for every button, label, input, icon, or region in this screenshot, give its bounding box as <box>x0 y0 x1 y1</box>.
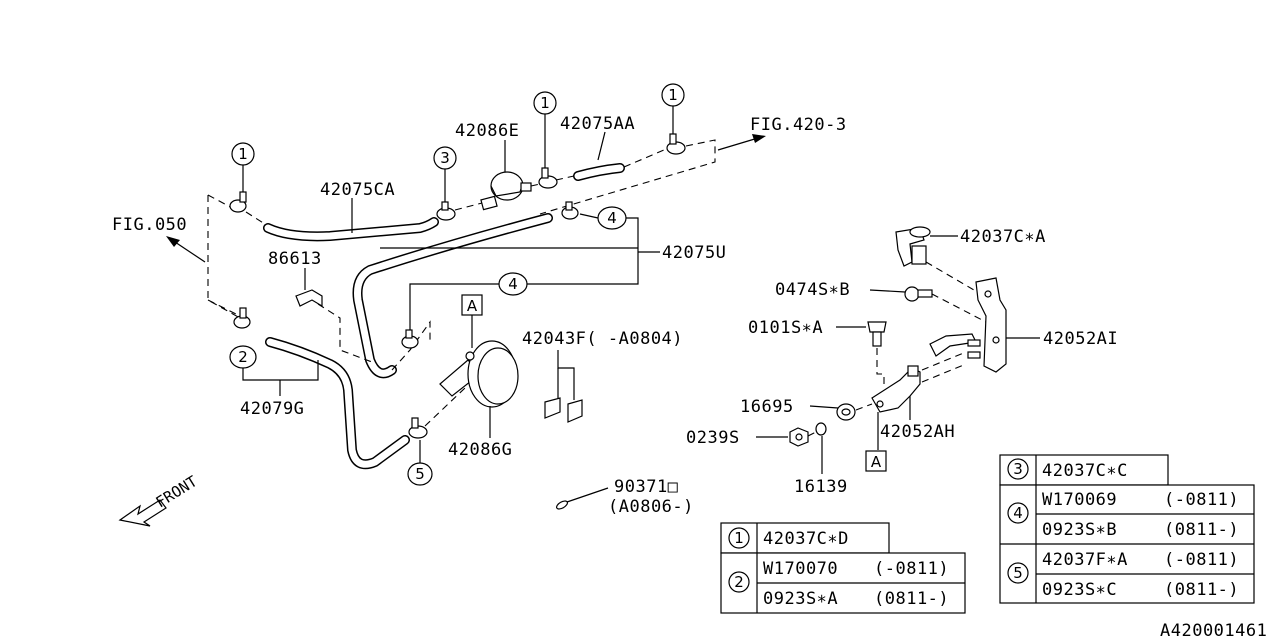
label-42037CA[interactable]: 42037C∗A <box>960 227 1046 247</box>
leader-frame-left <box>207 195 241 319</box>
clamp-icon <box>436 201 456 221</box>
legend-row-2[interactable]: 2 W170070 (-0811) 0923S∗A (0811-) <box>728 559 949 609</box>
svg-text:(-0811): (-0811) <box>874 559 949 579</box>
svg-text:4: 4 <box>607 209 617 227</box>
svg-text:W170069: W170069 <box>1042 490 1117 510</box>
svg-text:1: 1 <box>734 529 744 547</box>
hose-42079G <box>265 337 410 470</box>
label-front: FRONT <box>153 472 201 511</box>
clamp-icon <box>233 307 251 329</box>
clamp-icon <box>666 133 686 155</box>
svg-text:42037F∗A: 42037F∗A <box>1042 550 1128 570</box>
svg-text:A: A <box>871 453 882 471</box>
svg-text:W170070: W170070 <box>763 559 838 579</box>
label-42075AA[interactable]: 42075AA <box>560 114 635 134</box>
label-0101SA[interactable]: 0101S∗A <box>748 318 823 338</box>
svg-text:0923S∗B: 0923S∗B <box>1042 520 1117 540</box>
pad-icon <box>544 397 583 423</box>
label-16139[interactable]: 16139 <box>794 477 848 497</box>
label-42052AI[interactable]: 42052AI <box>1043 329 1118 349</box>
clamp-icon <box>229 191 247 213</box>
svg-text:3: 3 <box>440 149 450 167</box>
svg-text:1: 1 <box>238 145 248 163</box>
bracket-42052AH <box>871 365 921 413</box>
legend-row-3[interactable]: 3 42037C∗C <box>1007 458 1128 481</box>
legend-table-left: 1 42037C∗D 2 W170070 (-0811) 0923S∗A (08… <box>720 522 966 614</box>
grommet-16695 <box>836 403 856 421</box>
label-fig420[interactable]: FIG.420-3 <box>750 115 847 135</box>
label-42075CA[interactable]: 42075CA <box>320 180 395 200</box>
label-42075U[interactable]: 42075U <box>662 243 726 263</box>
plug-90371 <box>555 487 609 510</box>
legend-row-5[interactable]: 5 42037F∗A (-0811) 0923S∗C (0811-) <box>1007 550 1239 600</box>
label-42086E[interactable]: 42086E <box>455 121 519 141</box>
label-fig050[interactable]: FIG.050 <box>112 215 187 235</box>
svg-text:(0811-): (0811-) <box>874 589 949 609</box>
hose-42075CA <box>263 217 439 242</box>
label-A0806[interactable]: (A0806-) <box>608 497 694 517</box>
svg-text:2: 2 <box>734 573 744 591</box>
label-0239S[interactable]: 0239S <box>686 428 740 448</box>
ref-box-a-left[interactable]: A <box>461 294 483 348</box>
front-arrow: FRONT <box>118 472 201 527</box>
svg-text:5: 5 <box>1013 564 1023 582</box>
callout-1-right[interactable]: 1 <box>661 83 685 135</box>
clamp-icon <box>408 417 428 439</box>
callout-4-top[interactable]: 4 <box>579 206 627 230</box>
fig420-arrow <box>717 134 766 151</box>
clamp-42037CA <box>895 226 931 267</box>
svg-text:(0811-): (0811-) <box>1164 580 1239 600</box>
label-42052AH[interactable]: 42052AH <box>880 422 955 442</box>
callout-3[interactable]: 3 <box>433 146 457 203</box>
svg-text:4: 4 <box>508 275 518 293</box>
callout-1-left[interactable]: 1 <box>231 142 255 196</box>
svg-text:(0811-): (0811-) <box>1164 520 1239 540</box>
clamp-icon <box>538 167 558 189</box>
legend-row-4[interactable]: 4 W170069 (-0811) 0923S∗B (0811-) <box>1007 490 1239 540</box>
hose-42075AA <box>573 163 625 181</box>
clamp-icon <box>561 201 579 220</box>
bracket-42052AI <box>929 277 1007 373</box>
svg-text:1: 1 <box>540 94 550 112</box>
hose-42075U <box>352 213 553 379</box>
legend-row-1[interactable]: 1 42037C∗D <box>728 527 849 549</box>
label-42043F[interactable]: 42043F( -A0804) <box>522 329 683 349</box>
fig050-arrow <box>166 236 206 263</box>
ref-box-a-right[interactable]: A <box>865 412 887 472</box>
svg-text:0923S∗A: 0923S∗A <box>763 589 838 609</box>
label-86613[interactable]: 86613 <box>268 249 322 269</box>
svg-text:5: 5 <box>415 465 425 483</box>
label-0474SB[interactable]: 0474S∗B <box>775 280 850 300</box>
label-90371[interactable]: 90371□ <box>614 477 679 497</box>
bolt-0101SA <box>867 321 887 347</box>
clip-86613 <box>295 289 323 308</box>
callout-5[interactable]: 5 <box>407 440 433 486</box>
clamp-icon <box>401 329 419 349</box>
label-42086G[interactable]: 42086G <box>448 440 512 460</box>
callout-1-mid[interactable]: 1 <box>533 91 557 170</box>
svg-text:42037C∗C: 42037C∗C <box>1042 461 1128 481</box>
svg-text:3: 3 <box>1013 460 1023 478</box>
bolt-0474SB <box>904 286 933 302</box>
svg-text:1: 1 <box>668 86 678 104</box>
svg-text:(-0811): (-0811) <box>1164 550 1239 570</box>
valve-42086E <box>480 171 532 211</box>
label-42079G[interactable]: 42079G <box>240 399 304 419</box>
callout-4-mid[interactable]: 4 <box>409 272 528 330</box>
svg-text:0923S∗C: 0923S∗C <box>1042 580 1117 600</box>
washer-16139 <box>815 422 827 436</box>
svg-text:42037C∗D: 42037C∗D <box>763 529 849 549</box>
label-16695[interactable]: 16695 <box>740 397 794 417</box>
drawing-code: A420001461 <box>1160 621 1267 640</box>
svg-text:A: A <box>467 297 478 315</box>
svg-text:4: 4 <box>1013 504 1023 522</box>
nut-0239S <box>789 427 809 447</box>
canister-42086G <box>439 340 519 408</box>
svg-text:2: 2 <box>238 348 248 366</box>
legend-table-right: 3 42037C∗C 4 W170069 (-0811) 0923S∗B (08… <box>999 454 1255 604</box>
svg-text:(-0811): (-0811) <box>1164 490 1239 510</box>
